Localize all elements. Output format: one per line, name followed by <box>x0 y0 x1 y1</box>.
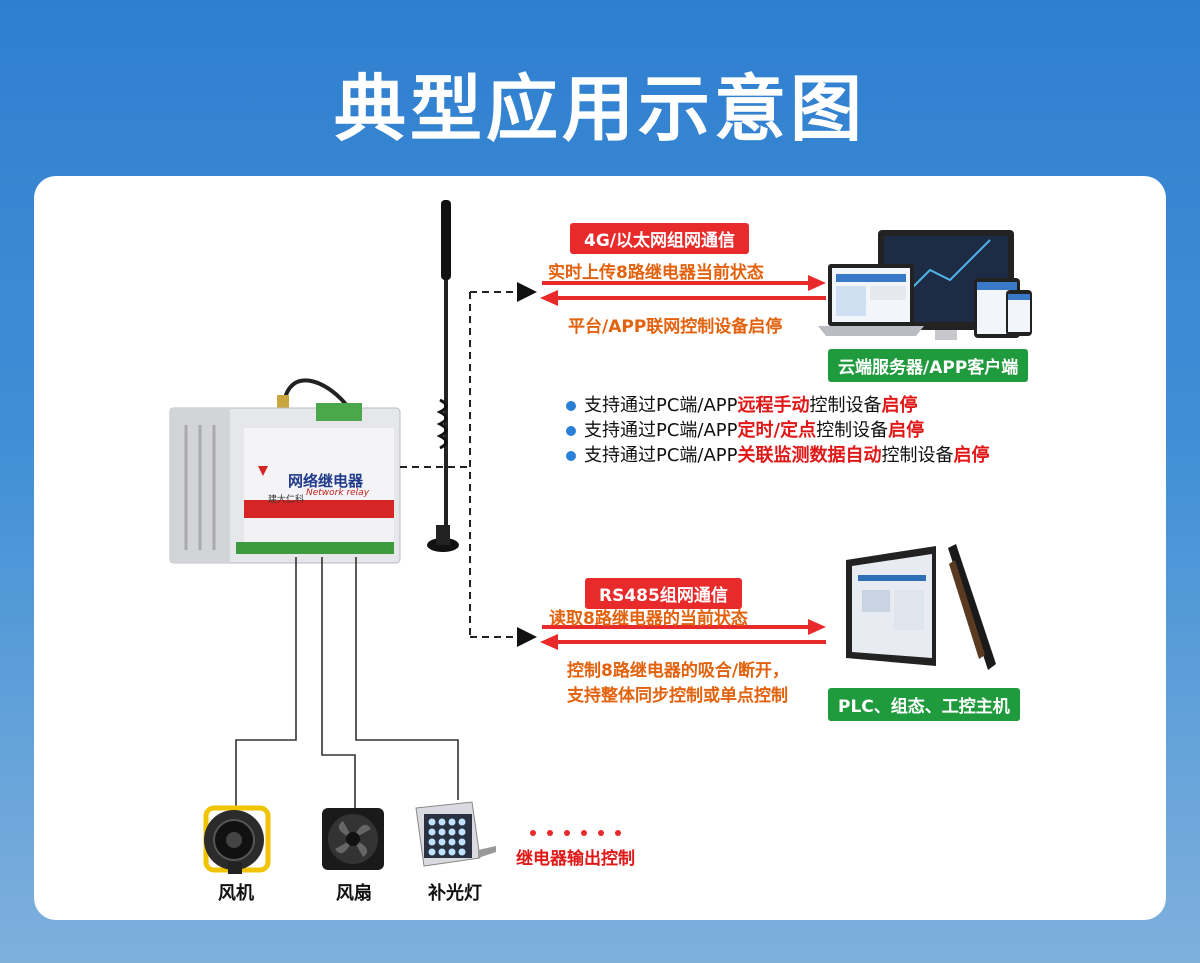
feature-item: 支持通过PC端/APP远程手动控制设备启停 <box>566 391 918 417</box>
device-brand: 建大仁科 <box>268 495 305 505</box>
output-label-heater-fan: 风机 <box>218 883 254 904</box>
feature-item: 支持通过PC端/APP定时/定点控制设备启停 <box>566 416 924 442</box>
fill-light-icon <box>415 801 496 867</box>
bullet-icon <box>566 401 576 411</box>
relay-output-note: 继电器输出控制 <box>516 849 635 869</box>
relay-control-text-1: 控制8路继电器的吸合/断开， <box>567 661 790 681</box>
plc-endpoint-label: PLC、组态、工控主机 <box>828 688 1020 721</box>
output-wiring <box>235 557 459 810</box>
device-name-cn: 网络继电器 <box>288 472 364 490</box>
page-title: 典型应用示意图 <box>333 67 866 151</box>
output-label-cooling-fan: 风扇 <box>336 883 372 904</box>
write-arrow <box>540 634 826 650</box>
read-status-text: 读取8路继电器的当前状态 <box>549 609 748 629</box>
output-dots <box>530 830 621 836</box>
remote-control-text: 平台/APP联网控制设备启停 <box>568 317 783 337</box>
device-name-en: Network relay <box>306 488 370 498</box>
bullet-icon <box>566 426 576 436</box>
output-label-fill-light: 补光灯 <box>428 883 482 904</box>
cloud-devices-icon <box>818 230 1032 340</box>
feature-item: 支持通过PC端/APP关联监测数据自动控制设备启停 <box>566 441 990 467</box>
bullet-icon <box>566 451 576 461</box>
control-arrow <box>540 290 826 306</box>
upload-status-text: 实时上传8路继电器当前状态 <box>548 263 764 283</box>
upload-arrow <box>542 275 826 291</box>
cloud-endpoint-label: 云端服务器/APP客户端 <box>828 349 1029 382</box>
read-arrow <box>542 619 826 635</box>
relay-control-text-2: 支持整体同步控制或单点控制 <box>567 686 788 706</box>
cooling-fan-icon <box>322 808 384 870</box>
antenna-icon <box>427 200 459 552</box>
relay-device <box>169 403 401 564</box>
heater-fan-icon <box>203 805 271 874</box>
rs485-tag: RS485组网通信 <box>585 578 742 609</box>
panel-pc-icon <box>846 544 996 670</box>
network-tag: 4G/以太网组网通信 <box>570 223 749 254</box>
